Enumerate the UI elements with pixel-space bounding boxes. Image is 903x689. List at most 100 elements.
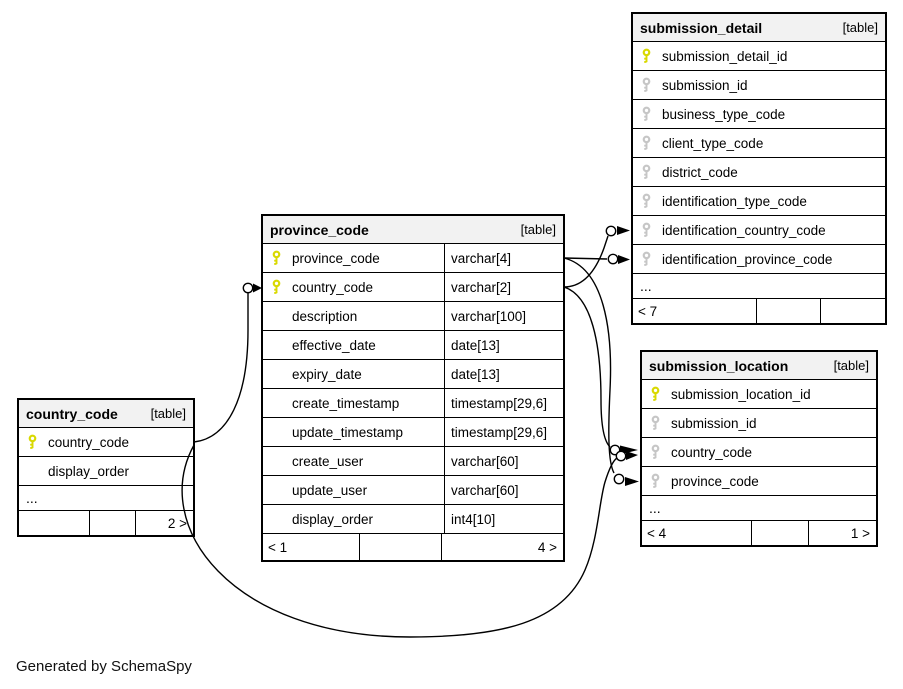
- column-type: varchar[60]: [444, 447, 563, 475]
- relationship-country_code-to-province_code: [193, 282, 262, 443]
- column-name: identification_type_code: [662, 193, 807, 209]
- foreign-key-icon: [641, 251, 653, 267]
- foreign-key-icon: [641, 193, 653, 209]
- column-name: country_code: [292, 279, 374, 295]
- relationship-line: [193, 293, 249, 443]
- column-type: varchar[100]: [444, 302, 563, 330]
- footer-children: 1 >: [808, 521, 876, 545]
- column-type: varchar[2]: [444, 273, 563, 301]
- column-row: country_code: [642, 438, 876, 467]
- footer-parents: < 4: [647, 525, 667, 541]
- foreign-key-icon: [641, 106, 653, 122]
- table-header: submission_location [table]: [642, 352, 876, 380]
- foreign-key-icon: [650, 444, 662, 460]
- column-name: display_order: [292, 511, 374, 527]
- column-name: display_order: [48, 463, 130, 479]
- column-type: varchar[60]: [444, 476, 563, 504]
- table-type-label: [table]: [833, 358, 869, 373]
- table-submission_location[interactable]: submission_location [table] submission_l…: [640, 350, 878, 547]
- column-name: business_type_code: [662, 106, 786, 122]
- column-name: description: [292, 308, 358, 324]
- footer-children: 2 >: [135, 511, 193, 535]
- column-row: update_user varchar[60]: [263, 476, 563, 505]
- foreign-key-icon: [641, 77, 653, 93]
- column-row: display_order: [19, 457, 193, 486]
- foreign-key-icon: [650, 415, 662, 431]
- column-name: effective_date: [292, 337, 376, 353]
- footer-parents: < 1: [268, 539, 288, 555]
- relationship-line: [563, 257, 608, 260]
- primary-key-icon: [641, 48, 653, 64]
- primary-key-icon: [27, 434, 39, 450]
- column-name: client_type_code: [662, 135, 764, 151]
- column-row: country_code: [19, 428, 193, 457]
- foreign-key-icon: [641, 135, 653, 151]
- column-row: submission_id: [633, 71, 885, 100]
- table-header: country_code [table]: [19, 400, 193, 428]
- table-name: submission_location: [649, 357, 789, 374]
- table-header: province_code [table]: [263, 216, 563, 244]
- column-name: district_code: [662, 164, 738, 180]
- foreign-key-icon: [641, 164, 653, 180]
- primary-key-icon: [271, 250, 283, 266]
- column-row: client_type_code: [633, 129, 885, 158]
- column-name: country_code: [671, 444, 753, 460]
- table-country_code[interactable]: country_code [table] country_code displa…: [17, 398, 195, 537]
- footer-children: 4 >: [441, 534, 563, 560]
- more-columns-label: ...: [26, 490, 38, 506]
- table-footer: < 1 4 >: [263, 534, 563, 560]
- column-type: date[13]: [444, 360, 563, 388]
- column-row: description varchar[100]: [263, 302, 563, 331]
- column-row: effective_date date[13]: [263, 331, 563, 360]
- table-name: country_code: [26, 405, 118, 422]
- footer-middle: [756, 299, 820, 323]
- relationship-line: [563, 257, 615, 474]
- more-columns-row: ...: [642, 496, 876, 521]
- table-province_code[interactable]: province_code [table] province_code varc…: [261, 214, 565, 562]
- column-name: update_user: [292, 482, 368, 498]
- column-name: update_timestamp: [292, 424, 404, 440]
- column-name: submission_location_id: [671, 386, 811, 402]
- footer-parents: [19, 511, 89, 535]
- arrowhead-icon: [618, 255, 630, 264]
- column-name: submission_id: [662, 77, 748, 93]
- table-name: province_code: [270, 221, 369, 238]
- footer-middle: [89, 511, 135, 535]
- column-row: identification_country_code: [633, 216, 885, 245]
- column-row: province_code: [642, 467, 876, 496]
- table-type-label: [table]: [150, 406, 186, 421]
- table-type-label: [table]: [842, 20, 878, 35]
- column-type: timestamp[29,6]: [444, 389, 563, 417]
- column-name: province_code: [671, 473, 759, 489]
- more-columns-row: ...: [633, 274, 885, 299]
- table-footer: < 7: [633, 299, 885, 323]
- table-name: submission_detail: [640, 19, 763, 36]
- relationship-province_code-to-submission_detail-province: [563, 253, 630, 265]
- generated-by-note: Generated by SchemaSpy: [16, 658, 192, 675]
- relationship-province_code-to-submission_location-province: [563, 257, 639, 486]
- arrowhead-icon: [617, 226, 630, 235]
- table-submission_detail[interactable]: submission_detail [table] submission_det…: [631, 12, 887, 325]
- column-type: timestamp[29,6]: [444, 418, 563, 446]
- cardinality-circle-icon: [615, 450, 627, 462]
- cardinality-circle-icon: [607, 253, 619, 265]
- column-row: identification_type_code: [633, 187, 885, 216]
- primary-key-icon: [650, 386, 662, 402]
- column-row: display_order int4[10]: [263, 505, 563, 534]
- column-type: date[13]: [444, 331, 563, 359]
- footer-middle: [751, 521, 808, 545]
- column-row: update_timestamp timestamp[29,6]: [263, 418, 563, 447]
- column-name: submission_id: [671, 415, 757, 431]
- column-row: district_code: [633, 158, 885, 187]
- footer-middle: [359, 534, 441, 560]
- more-columns-row: ...: [19, 486, 193, 511]
- column-name: country_code: [48, 434, 130, 450]
- column-name: identification_province_code: [662, 251, 833, 267]
- column-row: submission_id: [642, 409, 876, 438]
- cardinality-circle-icon: [242, 282, 254, 294]
- relationship-line: [563, 286, 611, 448]
- column-row: business_type_code: [633, 100, 885, 129]
- cardinality-circle-icon: [609, 444, 621, 456]
- column-row: province_code varchar[4]: [263, 244, 563, 273]
